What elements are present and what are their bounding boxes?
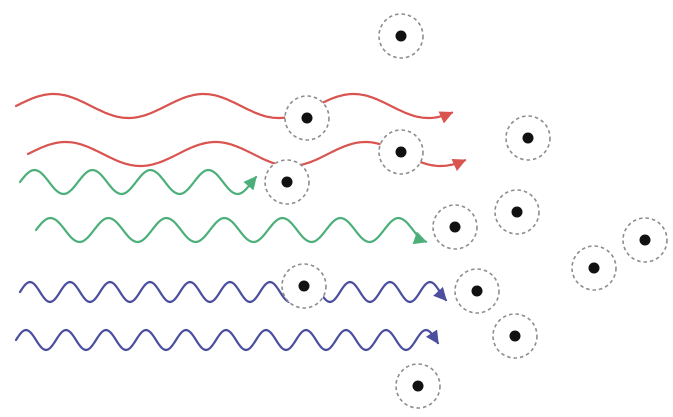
electron-11 <box>281 263 327 309</box>
electron-dot <box>449 221 461 233</box>
electron-7 <box>494 189 540 235</box>
electron-dot <box>511 206 523 218</box>
photon-wave-6 <box>14 328 440 352</box>
electron-13 <box>395 363 441 409</box>
electron-4 <box>505 115 551 161</box>
electron-2 <box>284 95 330 141</box>
electron-9 <box>571 245 617 291</box>
electron-dot <box>298 280 310 292</box>
electron-8 <box>622 217 668 263</box>
electron-1 <box>378 13 424 59</box>
electron-dot <box>522 132 534 144</box>
photon-waves <box>14 92 467 352</box>
electron-dot <box>301 112 313 124</box>
photon-wave-3 <box>18 168 258 196</box>
electron-dot <box>395 30 407 42</box>
photon-wave-4 <box>34 216 428 245</box>
electron-10 <box>454 268 500 314</box>
electron-5 <box>264 159 310 205</box>
electron-dot <box>412 380 424 392</box>
electron-dot <box>588 262 600 274</box>
photon-wave-5 <box>18 280 448 304</box>
photon-wave-1 <box>14 92 454 124</box>
electron-dot <box>395 146 407 158</box>
electron-3 <box>378 129 424 175</box>
electron-12 <box>492 313 538 359</box>
electron-dot <box>509 330 521 342</box>
electron-dot <box>471 285 483 297</box>
electron-dot <box>281 176 293 188</box>
electron-6 <box>432 204 478 250</box>
electrons <box>264 13 668 409</box>
electron-dot <box>639 234 651 246</box>
